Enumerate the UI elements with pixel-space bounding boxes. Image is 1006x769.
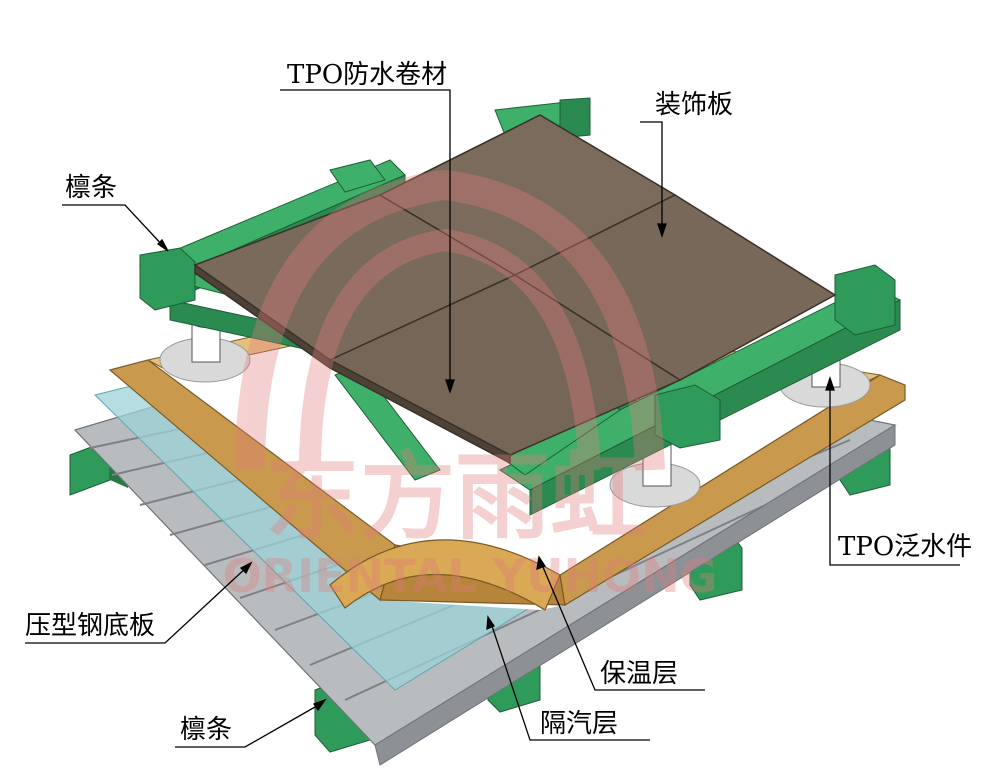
- label-purlin-top: 檩条: [65, 173, 117, 203]
- label-steel-deck: 压型钢底板: [25, 611, 155, 641]
- label-insulation: 保温层: [600, 659, 678, 689]
- watermark-cn: 东方雨虹: [265, 443, 645, 553]
- label-vapor-barrier: 隔汽层: [540, 709, 618, 739]
- label-decor-panel: 装饰板: [655, 90, 733, 120]
- watermark-en: ORIENTAL YUHONG: [223, 549, 718, 603]
- watermark: 东方雨虹 ORIENTAL YUHONG: [223, 169, 718, 603]
- label-tpo-membrane: TPO防水卷材: [287, 60, 447, 90]
- label-tpo-flashing: TPO泛水件: [838, 532, 972, 562]
- label-purlin-bottom: 檩条: [180, 715, 232, 745]
- decor-panels: [193, 114, 837, 465]
- labels: TPO防水卷材 装饰板 檩条 TPO泛水件 压型钢底板 保温层 隔汽层 檩条: [25, 60, 972, 745]
- leader-lines: [25, 89, 960, 748]
